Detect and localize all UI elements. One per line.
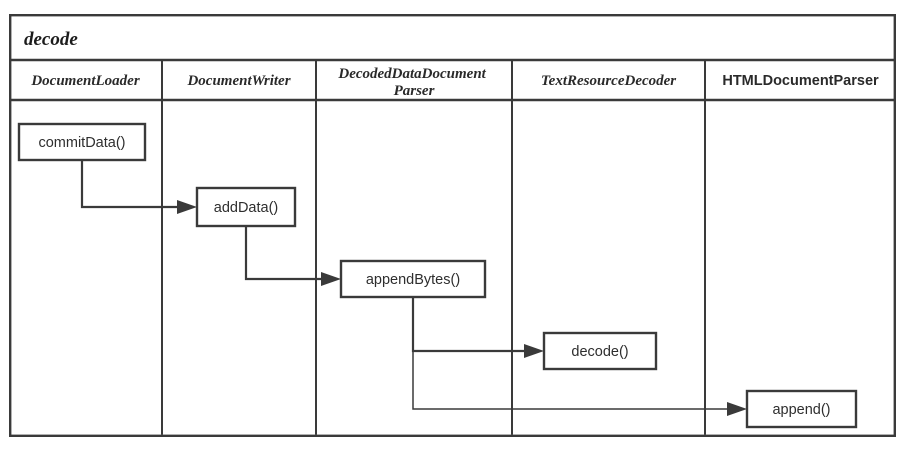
lifeline-header-html-document-parser: HTMLDocumentParser: [722, 73, 879, 89]
call-box-append-bytes-label: appendBytes(): [366, 272, 460, 288]
lifeline-header-text-resource-decoder: TextResourceDecoder: [541, 73, 676, 89]
lifeline-header-decoded-data-document-parser: DecodedDataDocument Parser: [337, 66, 489, 99]
diagram-frame: [8, 13, 896, 438]
connector-commit-data-to-add-data: [80, 160, 180, 209]
lifeline-header-document-writer: DocumentWriter: [186, 73, 290, 89]
call-box-append-bytes[interactable]: appendBytes(): [339, 259, 487, 299]
call-box-decode-label: decode(): [571, 344, 628, 360]
arrowhead-commit-data-to-add-data: [177, 200, 197, 214]
call-box-add-data[interactable]: addData(): [195, 186, 297, 228]
lifeline-header-document-loader: DocumentLoader: [30, 73, 139, 89]
call-box-append-label: append(): [772, 402, 830, 418]
call-box-commit-data-rect[interactable]: [17, 122, 147, 162]
call-box-append-rect[interactable]: [745, 389, 858, 429]
connector-append-bytes-to-append: [412, 297, 730, 410]
diagram-title: decode: [24, 29, 78, 50]
arrowhead-add-data-to-append-bytes: [321, 272, 341, 286]
arrowhead-append-bytes-to-decode: [524, 344, 544, 358]
call-box-decode[interactable]: decode(): [542, 331, 658, 371]
call-box-commit-data-label: commitData(): [38, 135, 125, 151]
call-box-append[interactable]: append(): [745, 389, 858, 429]
call-box-append-bytes-rect[interactable]: [339, 259, 487, 299]
header-line-1: DecodedDataDocument: [337, 66, 486, 82]
call-box-add-data-label: addData(): [214, 200, 278, 216]
arrowhead-append-bytes-to-append: [727, 402, 747, 416]
call-box-commit-data[interactable]: commitData(): [17, 122, 147, 162]
call-box-add-data-rect[interactable]: [195, 186, 297, 228]
header-line-2: Parser: [394, 83, 435, 99]
connector-add-data-to-append-bytes: [244, 226, 324, 281]
call-box-decode-rect[interactable]: [542, 331, 658, 371]
